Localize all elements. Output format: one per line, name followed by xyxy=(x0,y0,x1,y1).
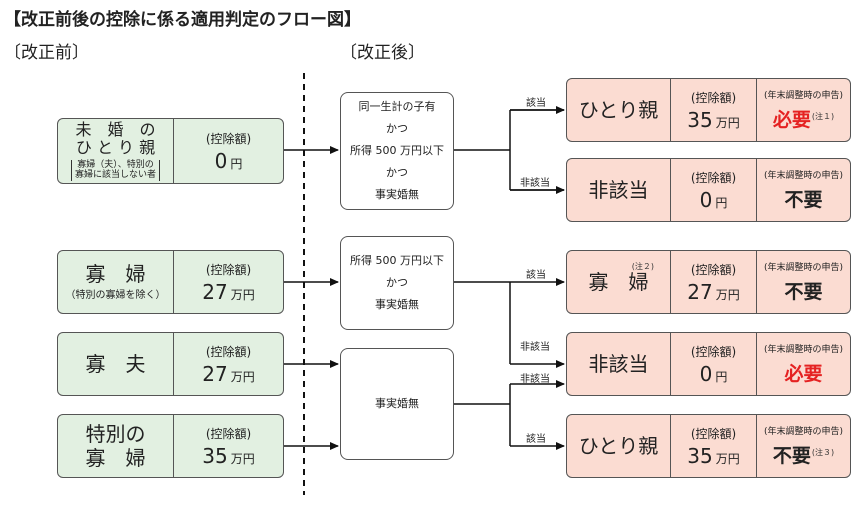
after-box-name: ひとり親 xyxy=(578,433,659,458)
branch-label-yes: 該当 xyxy=(526,270,546,281)
after-box-name: 非該当 xyxy=(588,351,649,376)
before-box-name: 寡 婦 （特別の寡婦を除く） xyxy=(65,262,166,301)
after-box-declaration: (年末調整時の申告) 必要 xyxy=(756,333,850,395)
after-box-declaration: (年末調整時の申告) 必要(注１) xyxy=(756,79,850,141)
branch-3 xyxy=(454,384,511,446)
before-box-name: 特別の 寡 婦 xyxy=(85,422,146,470)
after-box-declaration: (年末調整時の申告) 不要 xyxy=(756,159,850,221)
before-box-name: 未 婚 の ひ と り 親 寡婦（夫）、特別の 寡婦に該当しない者 xyxy=(58,119,173,183)
page-title: 【改正前後の控除に係る適用判定のフロー図】 xyxy=(4,10,361,30)
after-box-declaration: (年末調整時の申告) 不要(注３) xyxy=(756,415,850,477)
condition-box-1: 同一生計の子有 かつ 所得 500 万円以下 かつ 事実婚無 xyxy=(340,92,454,210)
after-box-name: ひとり親 xyxy=(578,97,659,122)
branch-label-no: 非該当 xyxy=(520,342,550,353)
condition-box-2: 所得 500 万円以下 かつ 事実婚無 xyxy=(340,236,454,330)
before-box-name: 寡 夫 xyxy=(85,351,146,376)
branch-label-no: 非該当 xyxy=(520,178,550,189)
before-box-unmarried-parent: 未 婚 の ひ と り 親 寡婦（夫）、特別の 寡婦に該当しない者 (控除額) … xyxy=(57,118,284,184)
after-box-name: 非該当 xyxy=(588,177,649,202)
branch-label-yes: 該当 xyxy=(526,98,546,109)
branch-1 xyxy=(454,109,564,191)
condition-box-3: 事実婚無 xyxy=(340,348,454,460)
before-section-label: 〔改正前〕 xyxy=(4,43,89,63)
after-section-label: 〔改正後〕 xyxy=(340,43,425,63)
branch-2 xyxy=(454,281,511,364)
branch-label-yes: 該当 xyxy=(526,434,546,445)
branch-label-no: 非該当 xyxy=(520,374,550,385)
after-box-declaration: (年末調整時の申告) 不要 xyxy=(756,251,850,313)
after-box-name: (注２) 寡 婦 xyxy=(588,262,655,294)
